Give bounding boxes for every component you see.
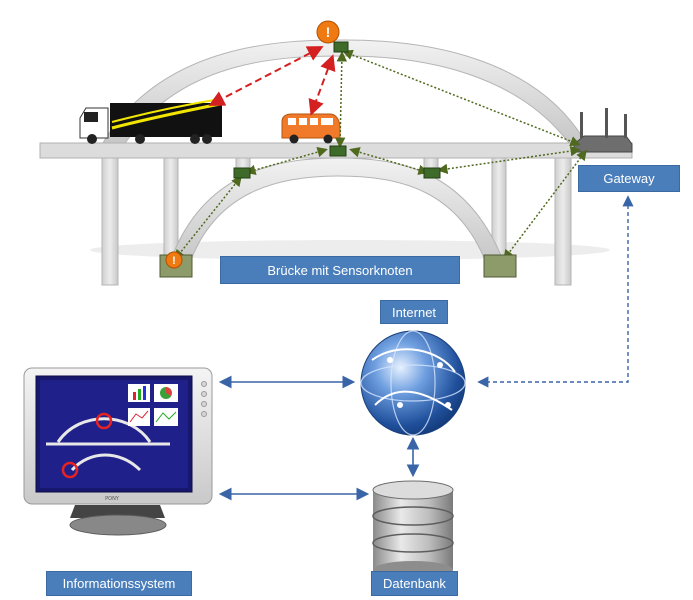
information-system-label: Informationssystem xyxy=(46,571,192,596)
monitor-icon: PONY xyxy=(23,367,213,536)
truck xyxy=(79,98,222,144)
alert-icon: ! xyxy=(316,20,340,44)
van xyxy=(281,113,341,144)
alert-link xyxy=(208,46,324,106)
pillar xyxy=(554,157,572,286)
pillar xyxy=(101,157,119,286)
bridge-label: Brücke mit Sensorknoten xyxy=(220,256,460,284)
sensor-node xyxy=(333,41,349,53)
gateway-network-link xyxy=(477,195,634,388)
svg-text:!: ! xyxy=(326,24,331,40)
gateway-label: Gateway xyxy=(578,165,680,192)
internet-label: Internet xyxy=(380,300,448,324)
sensor-node xyxy=(483,254,517,278)
gateway-router xyxy=(573,108,633,153)
database-icon xyxy=(372,480,454,579)
alert-link xyxy=(308,54,336,116)
svg-text:!: ! xyxy=(172,255,176,267)
sensor-node xyxy=(423,167,441,179)
sensor-links xyxy=(174,49,587,261)
database-label: Datenbank xyxy=(371,571,458,596)
sensor-node xyxy=(233,167,251,179)
alert-icon: ! xyxy=(165,251,183,269)
sensor-node xyxy=(329,145,347,157)
internet-globe xyxy=(360,330,466,436)
svg-text:PONY: PONY xyxy=(105,496,120,502)
